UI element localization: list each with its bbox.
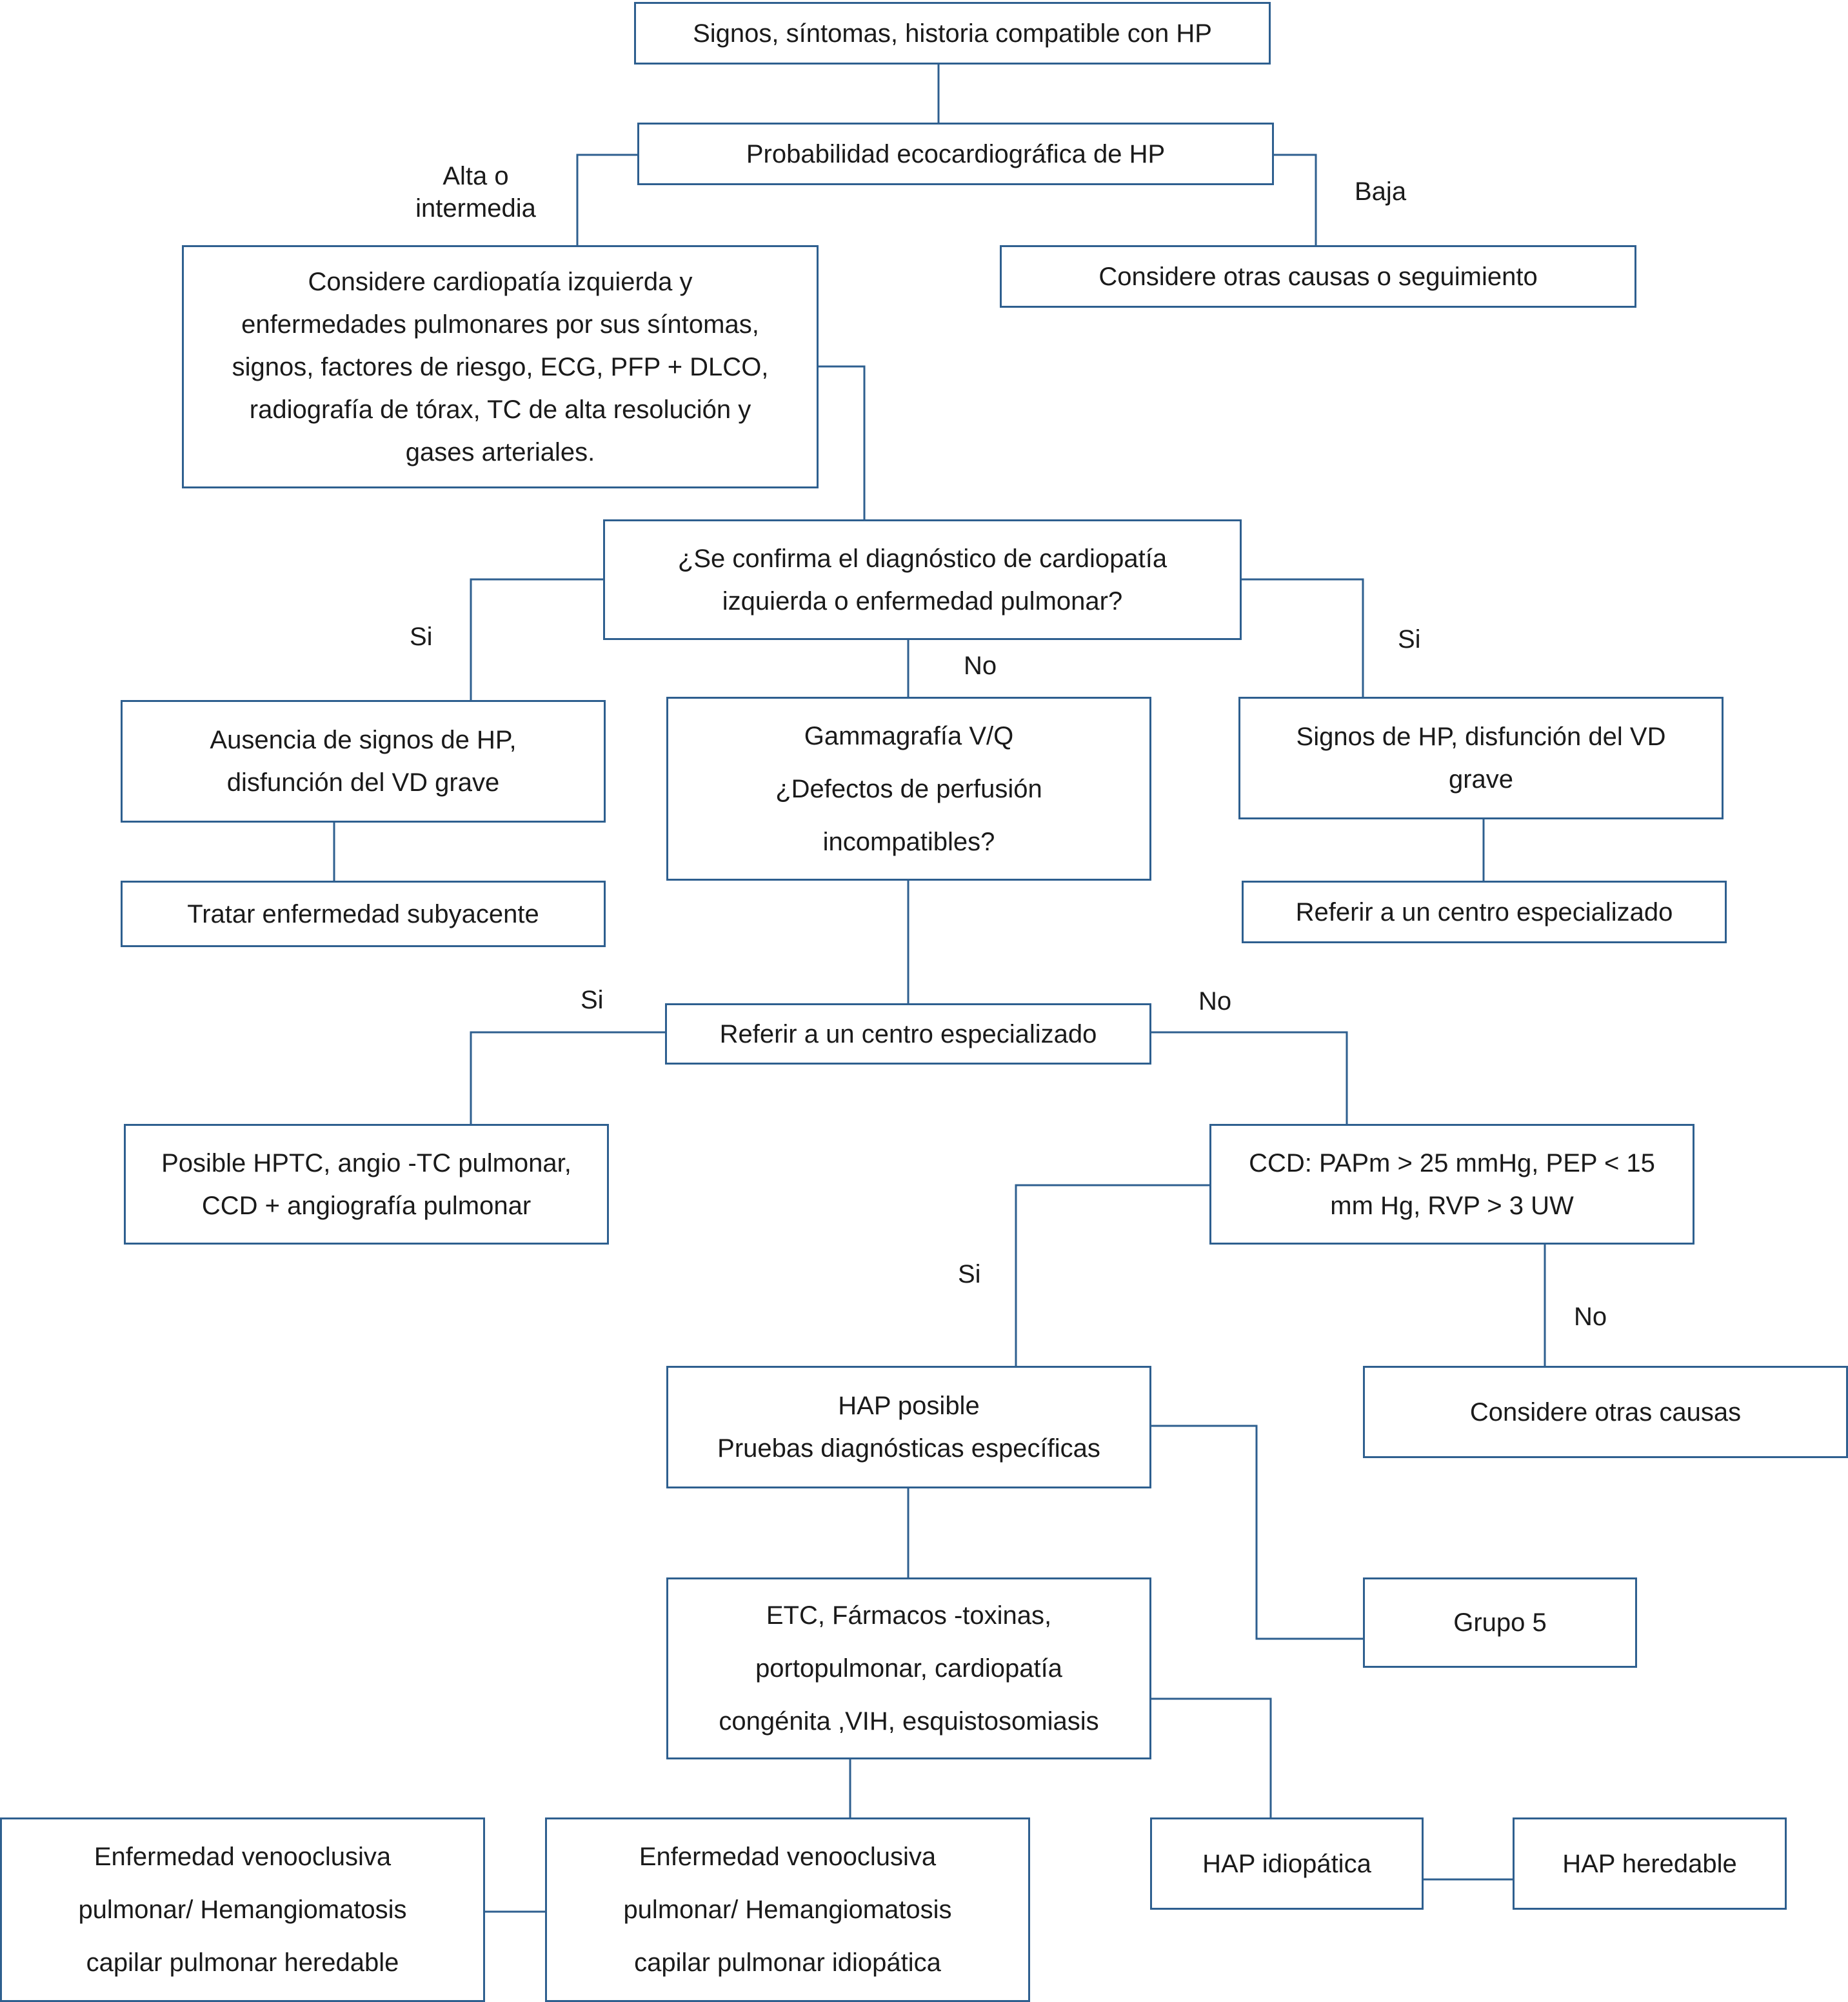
node-possible-hptc-line-2: CCD + angiografía pulmonar (201, 1191, 532, 1220)
node-etc-causes: ETC, Fármacos -toxinas, portopulmonar, c… (666, 1577, 1151, 1759)
edge-label-si-ccd: Si (958, 1260, 981, 1288)
node-possible-hptc: Posible HPTC, angio -TC pulmonar, CCD + … (124, 1124, 609, 1245)
node-signs-rv-dysfunction-line-1: Signos de HP, disfunción del VD (1296, 723, 1666, 751)
node-evo-idiopathic: Enfermedad venooclusiva pulmonar/ Hemang… (545, 1817, 1030, 2002)
node-evo-hereditary-line-3: capilar pulmonar heredable (86, 1948, 399, 1977)
edge-label-no-center: No (964, 652, 997, 680)
node-absence-signs-line-2: disfunción del VD grave (226, 768, 500, 797)
edge-label-si-vq: Si (581, 986, 604, 1014)
node-group-5: Grupo 5 (1363, 1577, 1637, 1668)
node-confirm-diagnosis-line-2: izquierda o enfermedad pulmonar? (722, 586, 1123, 616)
node-consider-left-heart-line-5: gases arteriales. (405, 437, 595, 466)
edge-echo-to-consider (576, 154, 639, 245)
edge-label-si-right: Si (1398, 625, 1421, 654)
edge-confirm-to-signs (1240, 578, 1364, 697)
edge-label-no-ccd: No (1574, 1303, 1607, 1331)
node-evo-idiopathic-line-3: capilar pulmonar idiopática (634, 1948, 941, 1977)
edge-label-alta-line-2: intermedia (415, 194, 536, 223)
node-evo-hereditary-line-1: Enfermedad venooclusiva (94, 1843, 392, 1871)
edge-hap-to-group5 (1150, 1425, 1363, 1640)
edge-etc-to-hapidio (1150, 1697, 1272, 1817)
node-absence-signs-line-1: Ausencia de signos de HP, (210, 726, 517, 754)
node-confirm-diagnosis: ¿Se confirma el diagnóstico de cardiopat… (603, 519, 1242, 640)
node-hap-possible-line-2: Pruebas diagnósticas específicas (717, 1434, 1100, 1463)
node-refer-specialized-right: Referir a un centro especializado (1242, 881, 1727, 943)
node-signs: Signos, síntomas, historia compatible co… (634, 2, 1271, 65)
node-signs-line-1: Signos, síntomas, historia compatible co… (693, 19, 1212, 48)
node-evo-hereditary-line-2: pulmonar/ Hemangiomatosis (78, 1896, 407, 1924)
edge-label-si-left: Si (410, 623, 433, 651)
node-other-causes-followup: Considere otras causas o seguimiento (1000, 245, 1636, 308)
edge-label-alta: Alta o intermedia (390, 160, 561, 225)
node-hap-hereditary: HAP heredable (1513, 1817, 1787, 1910)
node-ccd-criteria-line-2: mm Hg, RVP > 3 UW (1330, 1191, 1574, 1220)
edge-refer-to-hptc (470, 1031, 666, 1124)
node-hap-idiopathic-line-1: HAP idiopática (1202, 1849, 1371, 1878)
edge-label-no-vq: No (1198, 987, 1232, 1016)
node-consider-left-heart-line-1: Considere cardiopatía izquierda y (308, 267, 693, 296)
node-vq-scan: Gammagrafía V/Q ¿Defectos de perfusión i… (666, 697, 1151, 881)
edge-label-alta-line-1: Alta o (442, 162, 509, 190)
node-signs-rv-dysfunction-line-2: grave (1448, 765, 1514, 794)
node-etc-causes-line-1: ETC, Fármacos -toxinas, (766, 1601, 1052, 1630)
node-vq-scan-line-3: incompatibles? (822, 827, 995, 856)
node-echo-probability: Probabilidad ecocardiográfica de HP (637, 123, 1274, 185)
node-consider-left-heart-line-2: enfermedades pulmonares por sus síntomas… (241, 310, 759, 339)
node-consider-left-heart-line-4: radiografía de tórax, TC de alta resoluc… (249, 395, 751, 424)
node-etc-causes-line-3: congénita ,VIH, esquistosomiasis (719, 1707, 1099, 1736)
node-refer-specialized-center: Referir a un centro especializado (665, 1003, 1151, 1065)
node-other-causes-followup-line-1: Considere otras causas o seguimiento (1098, 262, 1538, 291)
node-evo-hereditary: Enfermedad venooclusiva pulmonar/ Hemang… (0, 1817, 485, 2002)
node-group-5-line-1: Grupo 5 (1453, 1608, 1547, 1637)
edge-label-baja: Baja (1355, 177, 1407, 206)
node-consider-left-heart: Considere cardiopatía izquierda y enferm… (182, 245, 819, 488)
node-confirm-diagnosis-line-1: ¿Se confirma el diagnóstico de cardiopat… (677, 544, 1167, 573)
node-etc-causes-line-2: portopulmonar, cardiopatía (755, 1654, 1062, 1683)
node-other-causes-line-1: Considere otras causas (1469, 1397, 1742, 1426)
node-vq-scan-line-1: Gammagrafía V/Q (804, 721, 1014, 750)
node-other-causes: Considere otras causas (1363, 1366, 1848, 1458)
edge-consider-to-confirm (817, 365, 866, 519)
node-evo-idiopathic-line-1: Enfermedad venooclusiva (639, 1843, 937, 1871)
node-ccd-criteria: CCD: PAPm > 25 mmHg, PEP < 15 mm Hg, RVP… (1209, 1124, 1694, 1245)
node-vq-scan-line-2: ¿Defectos de perfusión (775, 774, 1042, 803)
node-hap-possible: HAP posible Pruebas diagnósticas específ… (666, 1366, 1151, 1488)
node-ccd-criteria-line-1: CCD: PAPm > 25 mmHg, PEP < 15 (1249, 1148, 1655, 1177)
node-refer-specialized-right-line-1: Referir a un centro especializado (1295, 897, 1673, 926)
edge-confirm-to-absence (470, 578, 604, 700)
node-evo-idiopathic-line-2: pulmonar/ Hemangiomatosis (623, 1896, 952, 1924)
node-consider-left-heart-line-3: signos, factores de riesgo, ECG, PFP + D… (232, 352, 769, 381)
edge-refer-to-ccd (1150, 1031, 1348, 1124)
node-treat-underlying: Tratar enfermedad subyacente (121, 881, 606, 947)
edge-ccd-to-hap (1015, 1184, 1209, 1366)
node-absence-signs: Ausencia de signos de HP, disfunción del… (121, 700, 606, 823)
node-hap-idiopathic: HAP idiopática (1150, 1817, 1424, 1910)
node-treat-underlying-line-1: Tratar enfermedad subyacente (187, 899, 539, 928)
node-possible-hptc-line-1: Posible HPTC, angio -TC pulmonar, (161, 1148, 571, 1177)
node-hap-hereditary-line-1: HAP heredable (1562, 1849, 1737, 1878)
edge-echo-to-other (1273, 154, 1317, 245)
node-hap-possible-line-1: HAP posible (838, 1392, 980, 1420)
node-echo-probability-line-1: Probabilidad ecocardiográfica de HP (746, 139, 1166, 168)
node-signs-rv-dysfunction: Signos de HP, disfunción del VD grave (1238, 697, 1724, 819)
node-refer-specialized-center-line-1: Referir a un centro especializado (719, 1019, 1097, 1048)
